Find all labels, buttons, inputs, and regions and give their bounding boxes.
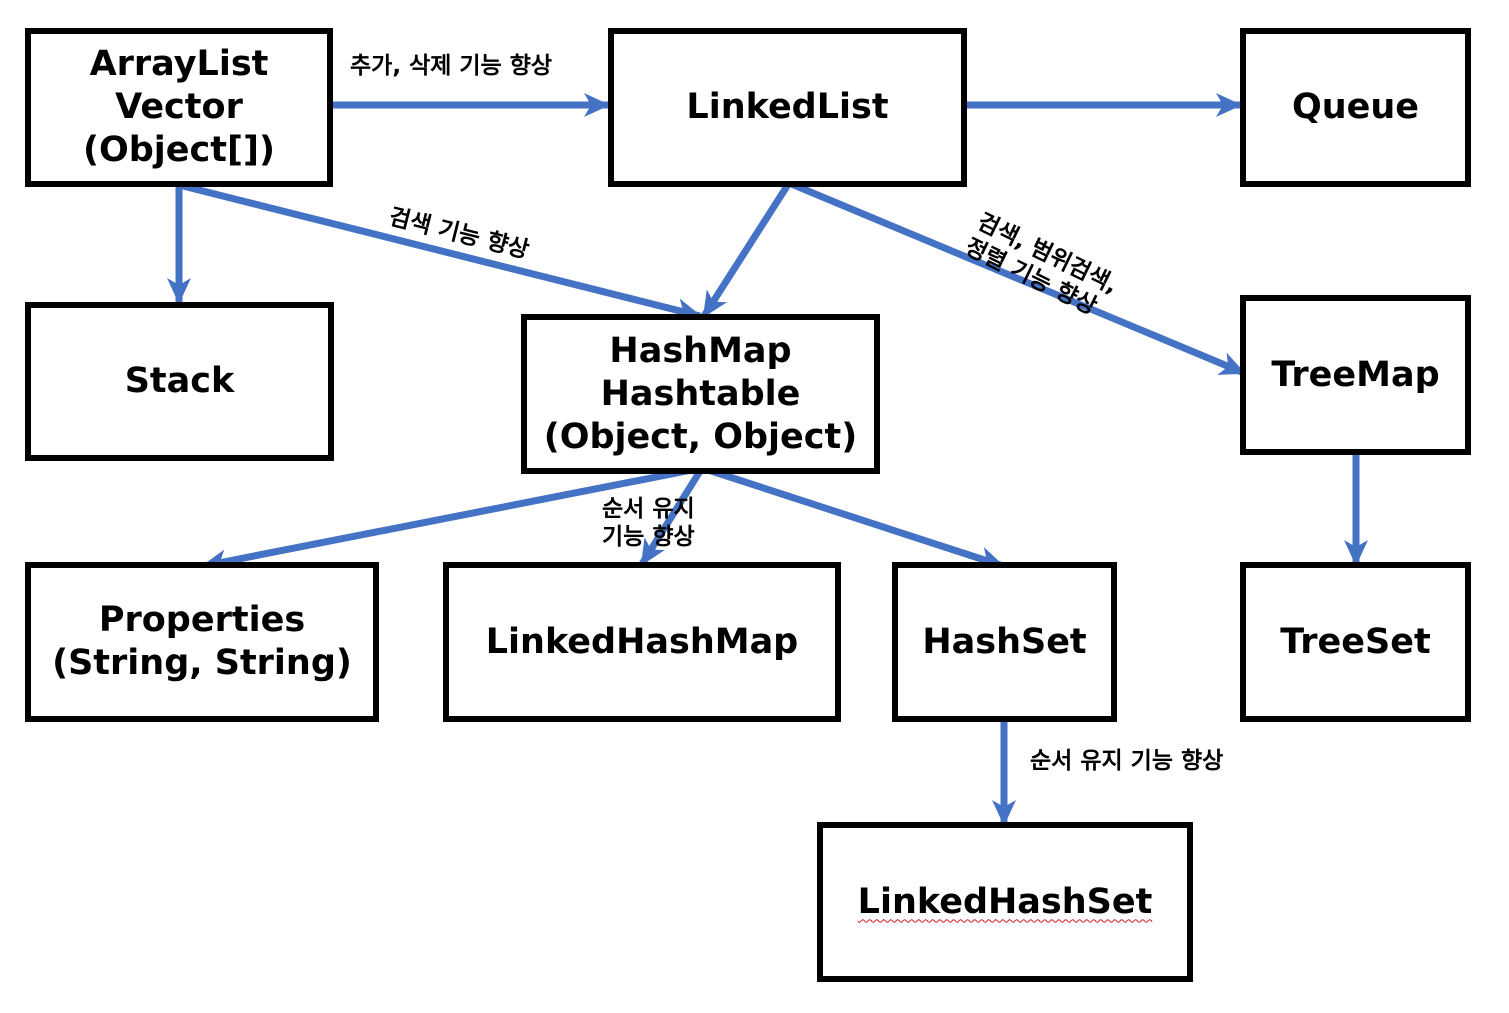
node-text: Properties (98, 600, 306, 640)
node-text: Vector (115, 87, 243, 127)
edge-label-text: 추가, 삭제 기능 향상 (350, 53, 553, 79)
arrow-arraylist-to-hashmap (178, 181, 702, 322)
arrow-linkedlist-to-hashmap (701, 181, 792, 318)
node-treemap: TreeMap (1240, 295, 1471, 455)
node-text: Hashtable (600, 373, 801, 414)
node-arraylist-vector: ArrayList Vector (Object[]) (25, 28, 333, 187)
node-hashset: HashSet (892, 562, 1117, 722)
node-text: LinkedHashMap (485, 621, 799, 662)
node-text: TreeMap (1271, 354, 1440, 395)
edge-label-hashmap-to-linkedhashmap: 순서 유지 기능 향상 (602, 495, 695, 551)
node-text: Queue (1291, 87, 1420, 127)
node-linkedlist: LinkedList (608, 28, 967, 187)
node-text: (Object, Object) (543, 416, 858, 457)
node-stack: Stack (25, 302, 334, 461)
edge-label-text: 순서 유지 기능 향상 (1030, 748, 1224, 774)
edge-label-hashset-to-linkedhashset: 순서 유지 기능 향상 (1030, 747, 1223, 775)
arrow-hashmap-to-linkedhashmap (639, 466, 705, 566)
node-text: (String, String) (52, 643, 352, 683)
edge-label-text: 순서 유지 (602, 496, 695, 522)
node-hashmap-hashtable: HashMap Hashtable (Object, Object) (521, 314, 880, 474)
node-text: TreeSet (1280, 621, 1431, 662)
edge-label-arraylist-to-linkedlist: 추가, 삭제 기능 향상 (350, 52, 552, 80)
node-text: ArrayList (89, 44, 269, 84)
node-text: (Object[]) (82, 130, 275, 170)
node-text: LinkedList (686, 87, 889, 127)
node-treeset: TreeSet (1240, 562, 1471, 722)
arrow-hashmap-to-hashset (700, 464, 1005, 570)
node-linkedhashmap: LinkedHashMap (443, 562, 841, 722)
node-text: LinkedHashSet (857, 881, 1153, 922)
node-queue: Queue (1240, 28, 1471, 187)
arrow-linkedlist-to-treemap (787, 179, 1246, 377)
node-linkedhashset: LinkedHashSet (817, 822, 1193, 982)
node-text: HashSet (922, 621, 1087, 662)
node-text: HashMap (609, 330, 792, 371)
arrow-hashmap-to-properties (201, 464, 703, 574)
edge-label-text: 기능 향상 (602, 524, 695, 550)
node-properties: Properties (String, String) (25, 562, 379, 722)
node-text: Stack (124, 361, 235, 401)
